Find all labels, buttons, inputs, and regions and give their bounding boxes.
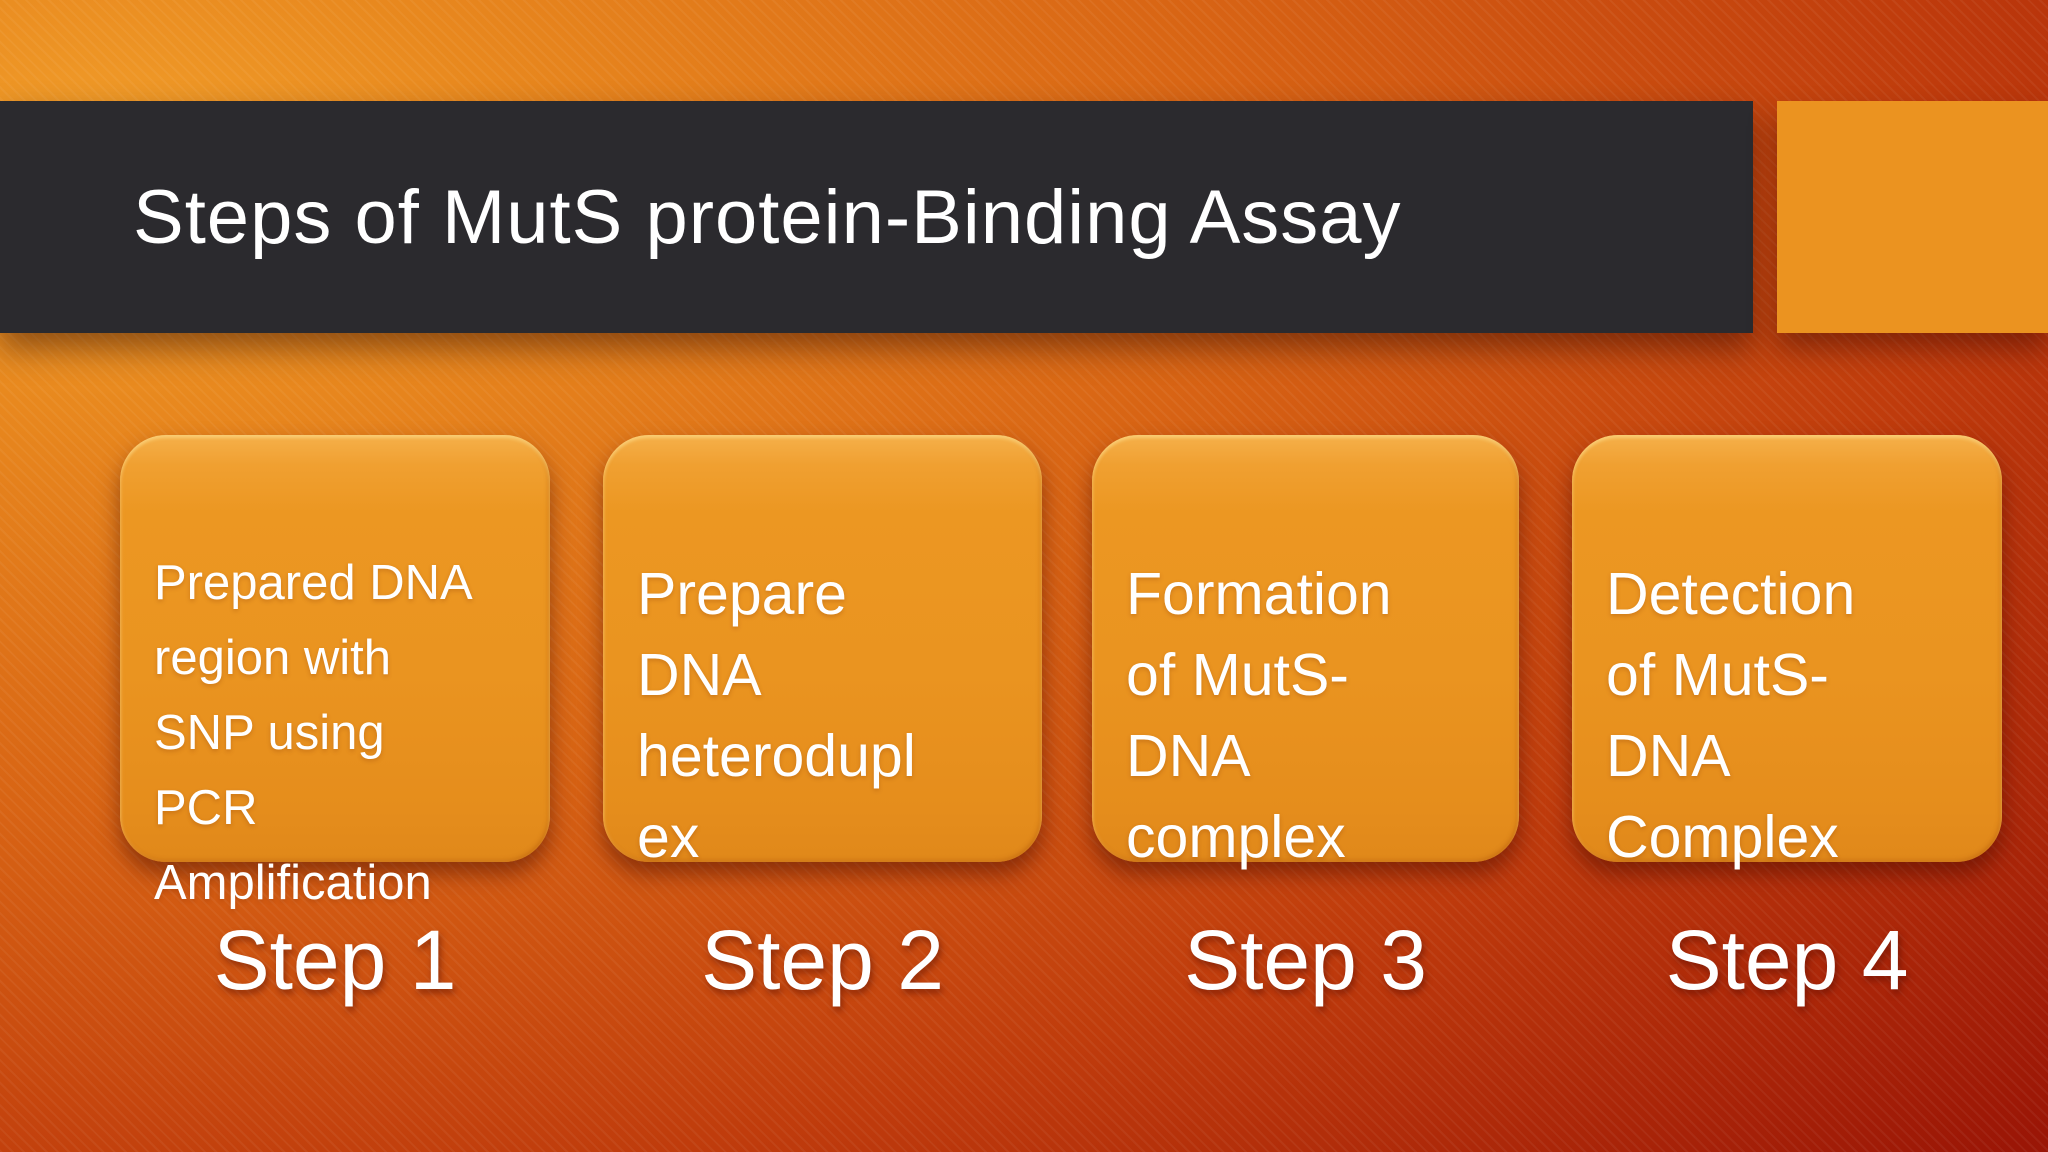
step-1-label: Step 1 (213, 913, 457, 1007)
step-2-description: Prepare DNA heterodupl ex (637, 561, 916, 870)
slide-title: Steps of MutS protein-Binding Assay (133, 174, 1402, 260)
title-bar: Steps of MutS protein-Binding Assay (0, 101, 1753, 333)
accent-square (1777, 101, 2048, 333)
step-3-label: Step 3 (1184, 913, 1427, 1007)
step-card-1: Prepared DNA region with SNP using PCR A… (120, 435, 550, 910)
step-label-2: Step 2 (603, 903, 1042, 1018)
step-label-3: Step 3 (1092, 903, 1519, 1018)
step-label-4: Step 4 (1572, 903, 2002, 1018)
step-label-1: Step 1 (120, 903, 550, 1018)
step-1-description: Prepared DNA region with SNP using PCR A… (154, 556, 473, 910)
step-card-2: Prepare DNA heterodupl ex (603, 435, 1042, 870)
step-3-description: Formation of MutS- DNA complex (1126, 561, 1392, 870)
step-2-label: Step 2 (701, 913, 944, 1007)
step-card-4: Detection of MutS- DNA Complex (1572, 435, 2002, 870)
step-card-3: Formation of MutS- DNA complex (1092, 435, 1519, 870)
step-4-label: Step 4 (1665, 913, 1909, 1007)
step-4-description: Detection of MutS- DNA Complex (1606, 561, 1856, 870)
